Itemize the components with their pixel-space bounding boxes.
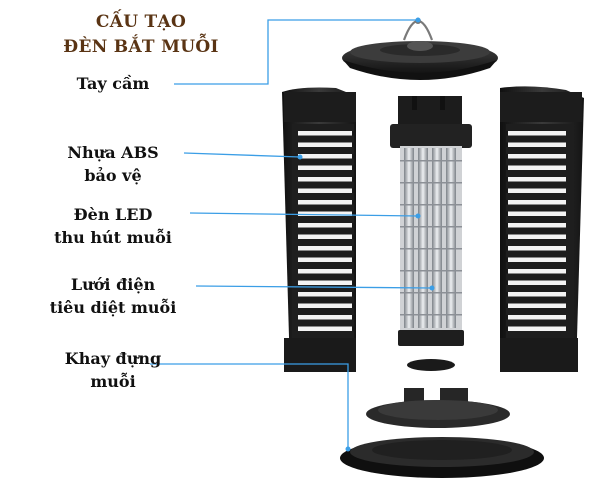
housing-slat	[506, 250, 572, 258]
housing-slat	[292, 158, 354, 166]
label-den-led: Đèn LED thu hút muỗi	[18, 203, 208, 249]
housing-rib	[566, 124, 572, 338]
housing-slat	[292, 239, 354, 246]
label-den-led-line1: Đèn LED	[73, 205, 153, 224]
led-tube	[446, 148, 456, 328]
label-nhua-abs-line1: Nhựa ABS	[67, 143, 159, 162]
housing-slat	[292, 285, 354, 292]
housing-slat	[506, 147, 572, 154]
housing-slat	[506, 124, 572, 131]
housing-slat	[292, 170, 354, 177]
leader-line-tay-cam	[174, 19, 418, 85]
diagram-title-line1: CẤU TẠO	[95, 12, 187, 32]
leader-dot-khay-dung	[345, 446, 351, 452]
label-den-led-line2: thu hút muỗi	[54, 228, 172, 247]
housing-slat	[506, 181, 572, 189]
label-tay-cam: Tay cầm	[18, 72, 208, 95]
housing-slat	[292, 193, 354, 200]
leader-line-den-led	[189, 212, 419, 217]
leader-line-khay-dung	[150, 363, 349, 449]
housing-rib	[292, 124, 298, 338]
led-tube	[404, 148, 414, 328]
housing-slat	[292, 216, 354, 223]
label-nhua-abs: Nhựa ABS bảo vệ	[18, 141, 208, 187]
collection-tray	[340, 388, 544, 478]
leader-dot-tay-cam	[415, 17, 421, 23]
housing-slat	[292, 227, 354, 235]
grid-wire	[400, 204, 462, 206]
housing-slat	[292, 319, 354, 327]
housing-slat	[506, 193, 572, 200]
leader-dot-luoi-dien	[429, 285, 435, 291]
label-khay-dung-line1: Khay đựng	[64, 349, 162, 368]
top-cap	[342, 41, 498, 80]
housing-slat	[506, 273, 572, 281]
label-luoi-dien: Lưới điện tiêu diệt muỗi	[18, 273, 208, 319]
housing-slat	[506, 216, 572, 223]
leader-dot-nhua-abs	[297, 154, 303, 160]
housing-slat	[292, 331, 354, 338]
housing-slat	[506, 170, 572, 177]
led-tube-core	[390, 96, 472, 371]
grid-wire	[400, 248, 462, 250]
grid-wire	[400, 226, 462, 228]
housing-slat	[292, 181, 354, 189]
housing-slat	[292, 147, 354, 154]
label-tay-cam-line1: Tay cầm	[76, 74, 150, 93]
housing-slat	[506, 285, 572, 292]
housing-slat	[292, 308, 354, 315]
housing-slat	[506, 319, 572, 327]
leader-line-luoi-dien	[195, 285, 433, 289]
housing-slat	[292, 124, 354, 131]
led-tube	[418, 148, 428, 328]
housing-slat	[292, 250, 354, 258]
right-housing-panel	[500, 86, 584, 373]
housing-slat	[506, 239, 572, 246]
led-tube	[432, 148, 442, 328]
leader-lines	[150, 17, 435, 452]
label-luoi-dien-line1: Lưới điện	[70, 275, 156, 294]
housing-slat	[506, 227, 572, 235]
grid-wire	[400, 292, 462, 294]
leader-line-nhua-abs	[183, 152, 301, 158]
grid-wire	[400, 314, 462, 316]
housing-slat	[506, 135, 572, 143]
housing-slat	[292, 273, 354, 281]
housing-slat	[506, 204, 572, 212]
label-khay-dung: Khay đựng muỗi	[18, 347, 208, 393]
grid-wire	[400, 160, 462, 162]
housing-slat	[292, 135, 354, 143]
label-nhua-abs-line2: bảo vệ	[84, 166, 142, 185]
diagram-title: CẤU TẠO ĐÈN BẮT MUỖI	[56, 10, 226, 60]
label-luoi-dien-line2: tiêu diệt muỗi	[49, 298, 177, 317]
housing-slat	[506, 308, 572, 315]
housing-slat	[506, 158, 572, 166]
grid-wire	[400, 270, 462, 272]
housing-slat	[506, 262, 572, 269]
housing-slat	[506, 296, 572, 304]
housing-slat	[292, 204, 354, 212]
housing-slat	[506, 331, 572, 338]
left-housing-panel	[282, 87, 356, 372]
grid-wire	[400, 182, 462, 184]
label-khay-dung-line2: muỗi	[90, 372, 136, 391]
housing-slat	[292, 296, 354, 304]
diagram-title-line2: ĐÈN BẮT MUỖI	[63, 37, 219, 57]
housing-slat	[292, 262, 354, 269]
leader-dot-den-led	[415, 213, 421, 219]
